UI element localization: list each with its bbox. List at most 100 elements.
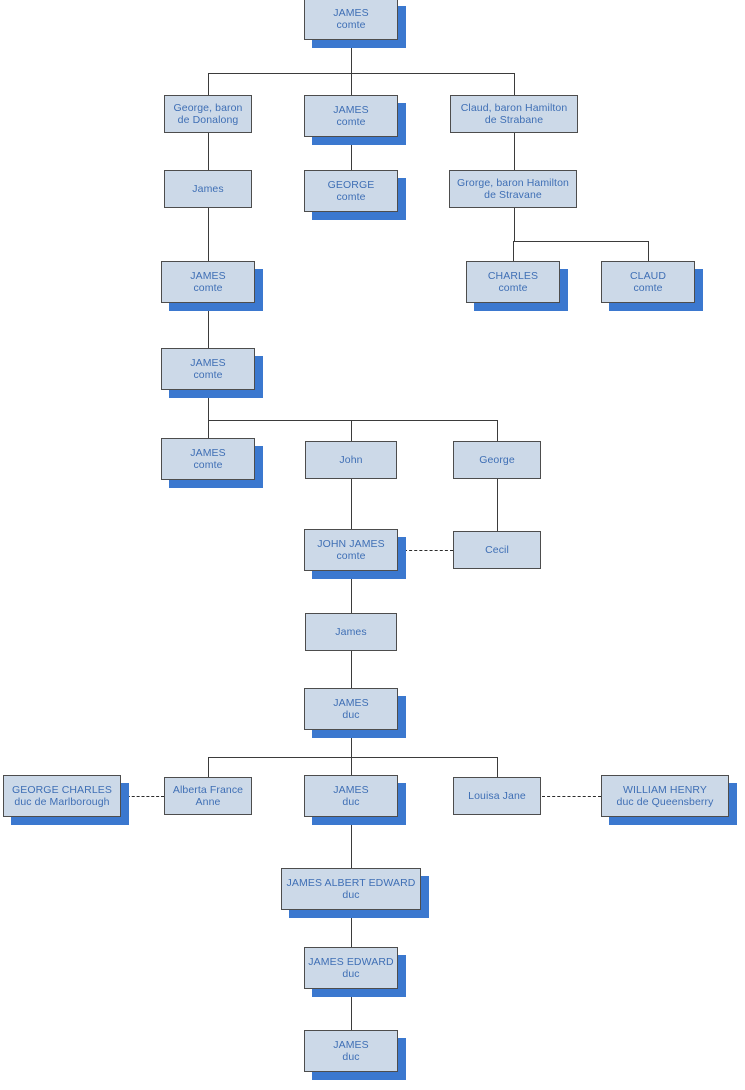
connector-line (208, 303, 209, 348)
tree-node[interactable]: John (305, 441, 397, 479)
node-subtitle: comte (336, 19, 366, 31)
node-title: Alberta France (172, 783, 244, 796)
tree-node[interactable]: James (164, 170, 252, 208)
node-subtitle: duc de Marlborough (14, 796, 110, 808)
connector-line (351, 817, 352, 868)
connector-line (208, 757, 209, 777)
node-title: CLAUD (629, 269, 667, 282)
tree-node[interactable]: Cecil (453, 531, 541, 569)
node-title: Claud, baron Hamilton (460, 101, 568, 114)
connector-line (351, 137, 352, 170)
connector-line (497, 479, 498, 531)
node-title: JAMES (190, 356, 226, 369)
connector-line (208, 390, 209, 420)
node-subtitle: duc (342, 709, 360, 721)
connector-line (351, 571, 352, 613)
connector-line (208, 757, 498, 758)
node-title: JAMES EDWARD (308, 955, 394, 968)
tree-node[interactable]: Louisa Jane (453, 777, 541, 815)
connector-line (514, 208, 515, 241)
node-subtitle: duc (342, 1051, 360, 1063)
connector-line (208, 208, 209, 261)
tree-node[interactable]: James (305, 613, 397, 651)
node-title: JOHN JAMES (317, 537, 385, 550)
marriage-link (542, 796, 601, 797)
connector-line (208, 73, 209, 95)
node-title: JAMES (333, 6, 369, 19)
node-subtitle: duc (342, 968, 360, 980)
node-subtitle: de Donalong (177, 114, 239, 126)
node-title: Grorge, baron Hamilton (457, 176, 569, 189)
marriage-link (122, 796, 164, 797)
connector-line (351, 910, 352, 947)
node-title: Cecil (485, 543, 509, 556)
node-title: George, baron (173, 101, 243, 114)
connector-line (648, 241, 649, 261)
tree-node[interactable]: George (453, 441, 541, 479)
node-title: CHARLES (487, 269, 539, 282)
node-subtitle: comte (336, 116, 366, 128)
node-title: George (479, 453, 515, 466)
connector-line (351, 757, 352, 775)
node-title: John (339, 453, 363, 466)
node-subtitle: comte (193, 459, 223, 471)
node-subtitle: duc (342, 889, 360, 901)
connector-line (351, 730, 352, 757)
node-title: JAMES (333, 696, 369, 709)
node-title: Louisa Jane (468, 789, 526, 802)
node-title: JAMES (190, 446, 226, 459)
node-title: JAMES (190, 269, 226, 282)
connector-line (513, 241, 649, 242)
connector-line (208, 133, 209, 170)
connector-line (208, 73, 515, 74)
connector-line (497, 757, 498, 777)
node-subtitle: duc (342, 796, 360, 808)
connector-line (513, 241, 514, 261)
node-subtitle: comte (498, 282, 528, 294)
connector-line (351, 73, 352, 95)
node-subtitle: comte (633, 282, 663, 294)
node-title: WILLIAM HENRY (623, 783, 707, 796)
node-title: James (192, 182, 224, 195)
node-title: JAMES (333, 103, 369, 116)
connector-line (351, 651, 352, 688)
node-subtitle: de Stravane (484, 189, 542, 201)
connector-line (351, 479, 352, 529)
node-subtitle: Anne (195, 796, 221, 808)
node-subtitle: comte (193, 369, 223, 381)
marriage-link (404, 550, 453, 551)
node-title: GEORGE (327, 178, 375, 191)
node-subtitle: comte (336, 191, 366, 203)
node-subtitle: comte (336, 550, 366, 562)
node-title: James (335, 625, 367, 638)
node-title: JAMES ALBERT EDWARD (286, 876, 416, 889)
connector-line (208, 420, 498, 421)
node-subtitle: duc de Queensberry (616, 796, 714, 808)
node-title: GEORGE CHARLES (11, 783, 112, 796)
connector-line (514, 73, 515, 95)
connector-line (351, 989, 352, 1030)
connector-line (351, 420, 352, 441)
connector-line (351, 40, 352, 73)
